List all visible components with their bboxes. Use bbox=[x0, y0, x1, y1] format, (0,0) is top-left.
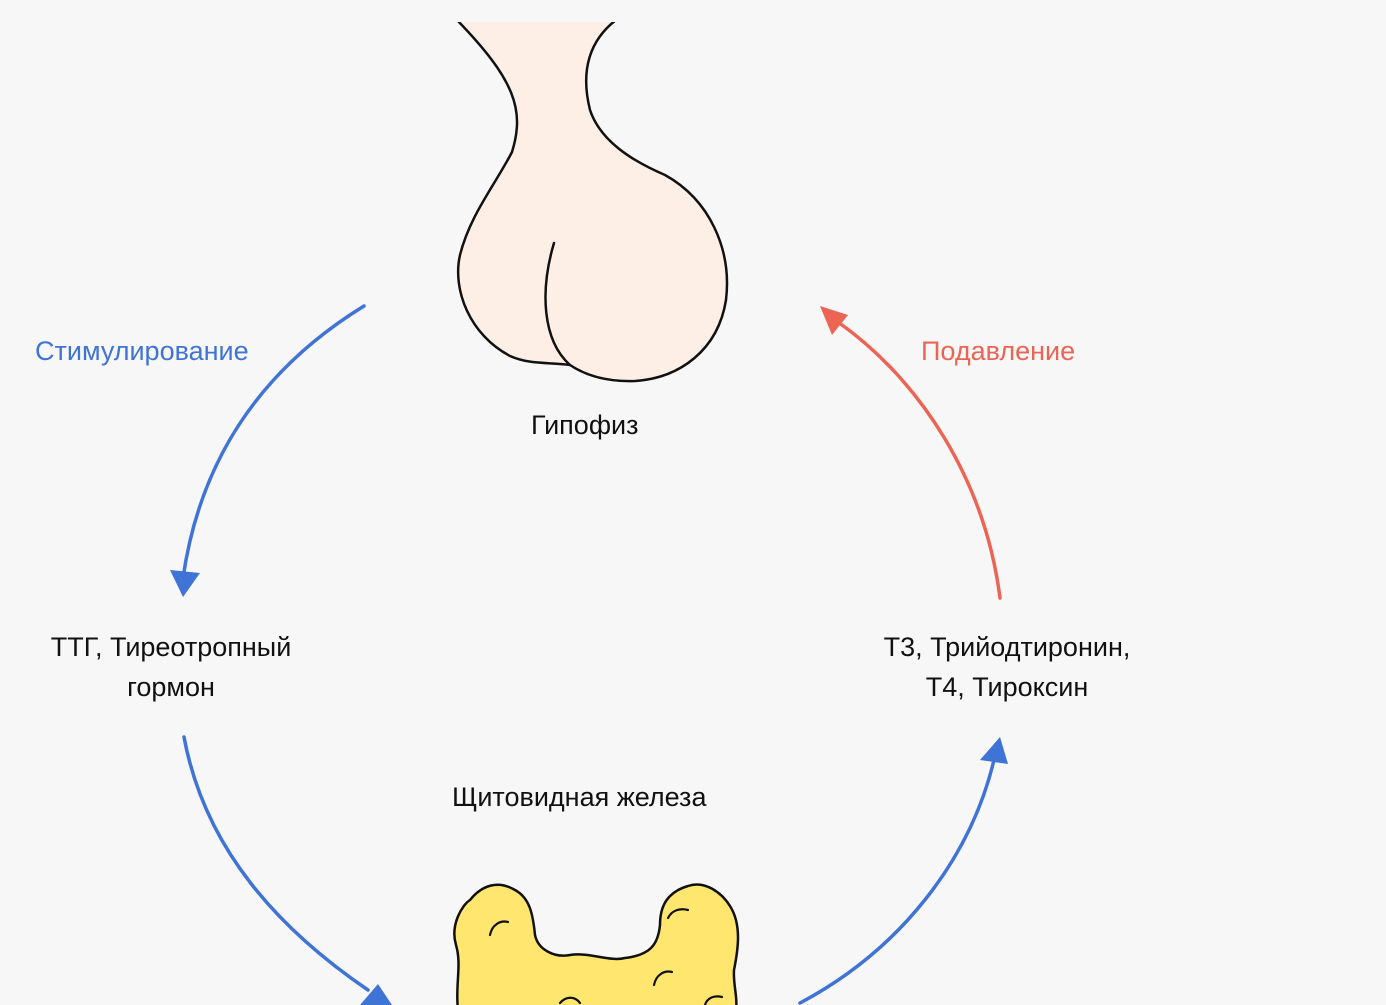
pituitary-label: Гипофиз bbox=[531, 410, 639, 440]
suppression-label: Подавление bbox=[921, 336, 1076, 366]
arrowhead-thyroid bbox=[360, 984, 392, 1005]
pituitary-shape bbox=[455, 18, 729, 383]
thyroid-shape bbox=[453, 883, 740, 1005]
t3t4-label-line2: Т4, Тироксин bbox=[925, 672, 1089, 702]
arrow-thyroid-to-t3t4 bbox=[798, 758, 996, 1005]
tsh-label-line1: ТТГ, Тиреотропный bbox=[50, 632, 292, 662]
pituitary-fold bbox=[544, 241, 572, 367]
arrow-pituitary-to-tsh bbox=[181, 304, 366, 580]
arrowhead-tsh bbox=[170, 570, 200, 597]
stimulation-label: Стимулирование bbox=[35, 336, 249, 366]
t3t4-label: Т3, Трийодтиронин, Т4, Тироксин bbox=[850, 627, 1164, 707]
thyroid-gland bbox=[453, 883, 740, 1005]
pituitary-gland bbox=[455, 14, 729, 383]
arrow-t3t4-to-pituitary bbox=[836, 320, 1002, 600]
thyroid-label: Щитовидная железа bbox=[452, 782, 707, 812]
t3t4-label-line1: Т3, Трийодтиронин, bbox=[883, 632, 1131, 662]
arrow-tsh-to-thyroid bbox=[182, 735, 370, 992]
tsh-label: ТТГ, Тиреотропный гормон bbox=[20, 627, 322, 707]
arrowhead-pituitary bbox=[820, 306, 848, 335]
tsh-label-line2: гормон bbox=[127, 672, 215, 702]
arrowhead-t3t4 bbox=[980, 737, 1008, 764]
